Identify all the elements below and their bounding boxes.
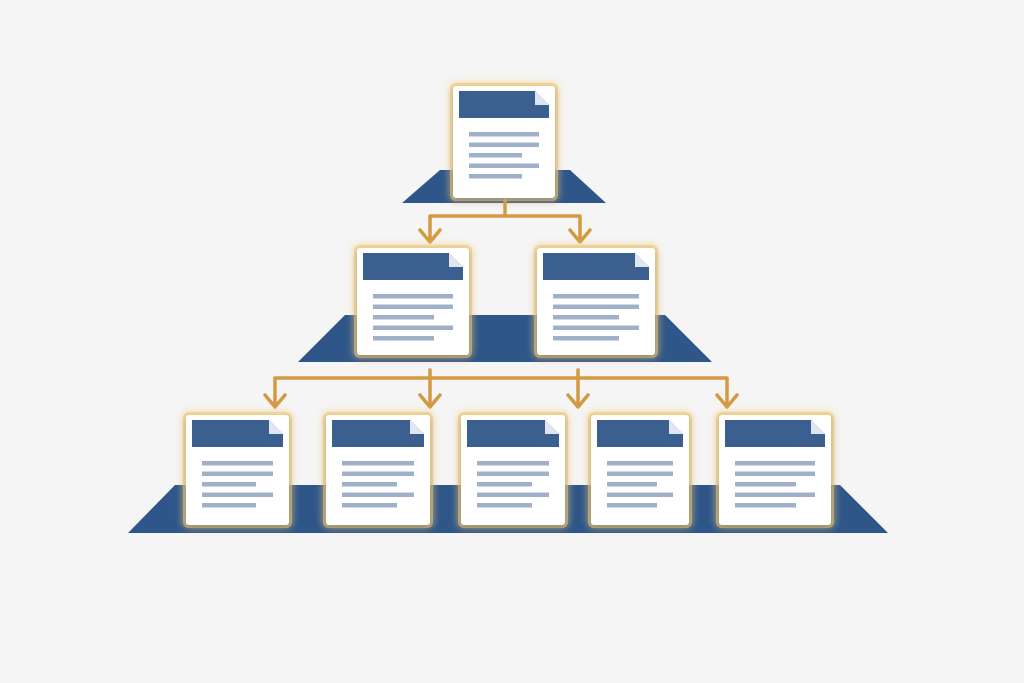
document-icon	[458, 412, 568, 528]
document-header	[192, 420, 283, 447]
text-line	[202, 503, 256, 508]
text-line	[553, 325, 639, 330]
text-line	[735, 461, 815, 466]
text-line	[469, 174, 522, 179]
text-line	[373, 304, 453, 309]
folded-corner	[811, 420, 825, 434]
document-header	[467, 420, 559, 447]
text-line	[373, 336, 434, 341]
text-line	[373, 325, 453, 330]
folded-corner	[410, 420, 424, 434]
text-line	[373, 294, 453, 299]
text-line	[342, 492, 414, 497]
text-line	[735, 471, 815, 476]
text-line	[607, 492, 673, 497]
document-icon	[588, 412, 692, 528]
document-header	[459, 91, 549, 118]
arrow-head	[418, 393, 442, 409]
text-line	[553, 315, 619, 320]
text-line	[477, 482, 532, 487]
text-line	[202, 492, 273, 497]
document-header	[543, 253, 649, 280]
text-line	[553, 294, 639, 299]
text-line	[342, 461, 414, 466]
connectors	[263, 198, 739, 409]
folded-corner	[269, 420, 283, 434]
folded-corner	[635, 253, 649, 267]
connector-level-2-to-3	[273, 368, 729, 407]
arrow-head	[566, 393, 590, 409]
text-line	[202, 461, 273, 466]
text-line	[202, 482, 256, 487]
text-line	[477, 471, 549, 476]
connector-level-1-to-2	[428, 198, 582, 242]
document-header	[725, 420, 825, 447]
document-icon	[323, 412, 433, 528]
text-line	[735, 482, 796, 487]
document-icon	[534, 245, 658, 358]
text-line	[607, 482, 657, 487]
document-header	[597, 420, 683, 447]
text-line	[607, 503, 657, 508]
folded-corner	[545, 420, 559, 434]
text-line	[469, 142, 539, 147]
text-line	[342, 482, 397, 487]
document-icon	[354, 245, 472, 358]
text-line	[607, 461, 673, 466]
document-header	[332, 420, 424, 447]
document-icon	[450, 83, 558, 201]
document-icon	[716, 412, 834, 528]
text-line	[342, 503, 397, 508]
documents	[183, 83, 834, 528]
text-line	[607, 471, 673, 476]
text-line	[373, 315, 434, 320]
arrow-head	[715, 393, 739, 409]
text-line	[553, 304, 639, 309]
arrow-head	[568, 228, 592, 244]
arrow-head	[418, 228, 442, 244]
text-line	[469, 163, 539, 168]
text-line	[735, 503, 796, 508]
text-line	[342, 471, 414, 476]
text-line	[469, 153, 522, 158]
text-line	[469, 132, 539, 137]
text-line	[202, 471, 273, 476]
text-line	[553, 336, 619, 341]
folded-corner	[449, 253, 463, 267]
arrow-head	[263, 393, 287, 409]
text-line	[477, 492, 549, 497]
document-icon	[183, 412, 292, 528]
text-line	[477, 461, 549, 466]
document-header	[363, 253, 463, 280]
folded-corner	[669, 420, 683, 434]
folded-corner	[535, 91, 549, 105]
text-line	[477, 503, 532, 508]
text-line	[735, 492, 815, 497]
